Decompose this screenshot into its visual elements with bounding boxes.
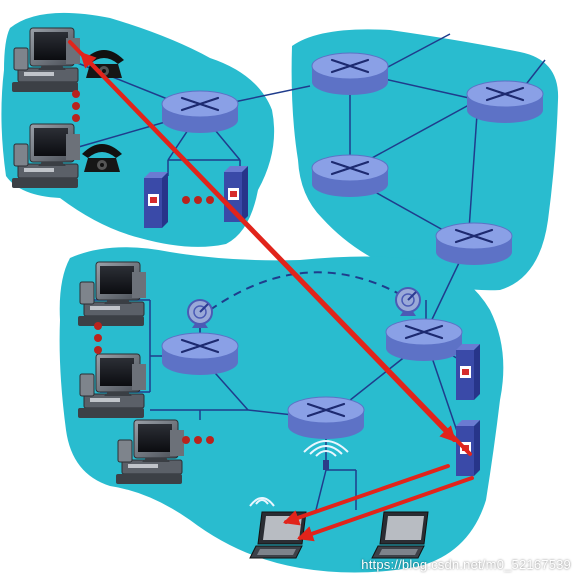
arrow-icon xyxy=(68,40,474,542)
server-icon xyxy=(144,172,168,228)
router-icon xyxy=(384,317,464,363)
router-icon xyxy=(310,153,390,199)
router-icon xyxy=(434,221,514,267)
wireless-signal-icon xyxy=(249,497,275,507)
server-icon xyxy=(456,344,480,400)
router-icon xyxy=(465,79,545,125)
router-icon xyxy=(160,89,240,135)
watermark-text: https://blog.csdn.net/m0_52167539 xyxy=(361,557,571,572)
router-icon xyxy=(310,51,390,97)
router-icon xyxy=(160,331,240,377)
satellite-link xyxy=(209,271,411,311)
ellipsis-dots xyxy=(72,90,214,204)
wireless-access-point-icon xyxy=(303,440,349,470)
ellipsis-dots xyxy=(94,322,214,444)
server-icon xyxy=(456,420,480,476)
router-icon xyxy=(286,395,366,441)
